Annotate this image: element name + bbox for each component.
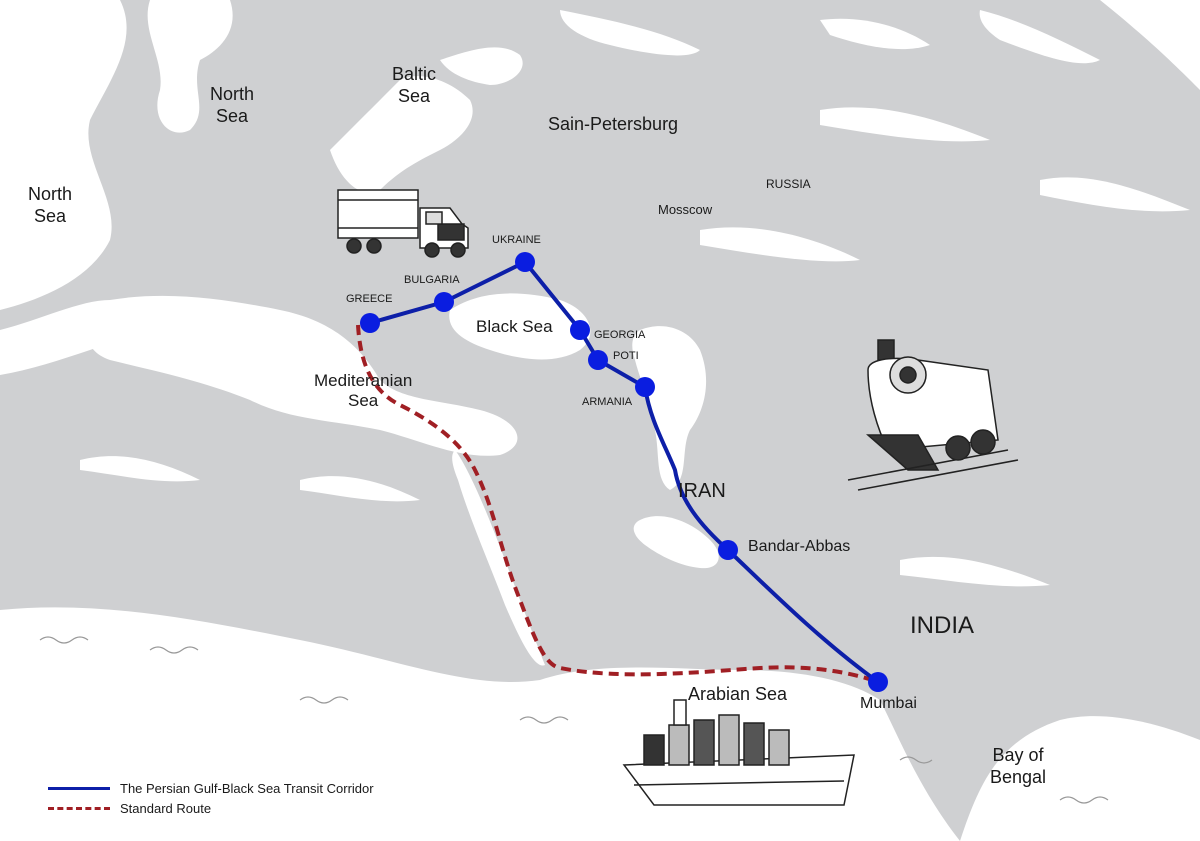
stop-label-poti: POTI xyxy=(613,350,639,362)
label-arabian-sea: Arabian Sea xyxy=(688,684,788,704)
stop-dot-ukraine xyxy=(515,252,535,272)
label-iran: IRAN xyxy=(678,480,726,502)
stop-dot-bandar-abbas xyxy=(718,540,738,560)
label-north-sea-1: North Sea xyxy=(210,84,255,126)
stop-dot-greece xyxy=(360,313,380,333)
legend-item-corridor: The Persian Gulf-Black Sea Transit Corri… xyxy=(48,778,374,798)
standard-route-line xyxy=(356,324,879,684)
stop-label-armania: ARMANIA xyxy=(582,396,633,408)
train-icon xyxy=(847,339,1019,491)
label-russia: RUSSIA xyxy=(766,177,811,191)
stop-dot-georgia xyxy=(570,320,590,340)
label-india: INDIA xyxy=(910,612,975,639)
label-baltic-sea: Baltic Sea xyxy=(392,64,437,106)
legend-label-corridor: The Persian Gulf-Black Sea Transit Corri… xyxy=(120,780,374,796)
stop-label-georgia: GEORGIA xyxy=(594,329,646,341)
label-moscow: Mosscow xyxy=(658,202,713,217)
label-north-sea-2: North Sea xyxy=(28,184,73,226)
ship-icon xyxy=(622,699,855,806)
stop-dot-armania xyxy=(635,377,655,397)
stop-label-bandar-abbas: Bandar-Abbas xyxy=(748,538,851,555)
label-bay-of-bengal: Bay of Bengal xyxy=(990,745,1047,787)
wave-decoration xyxy=(39,636,1109,804)
stop-label-bulgaria: BULGARIA xyxy=(404,274,460,286)
legend: The Persian Gulf-Black Sea Transit Corri… xyxy=(48,778,374,818)
stop-dot-mumbai xyxy=(868,672,888,692)
label-mediterranean-sea: Mediteranian Sea xyxy=(314,371,413,411)
label-black-sea: Black Sea xyxy=(476,317,553,336)
legend-swatch-standard xyxy=(48,806,110,810)
stop-label-mumbai: Mumbai xyxy=(860,695,917,712)
legend-swatch-corridor xyxy=(48,786,110,790)
legend-item-standard: Standard Route xyxy=(48,798,374,818)
stop-label-greece: GREECE xyxy=(346,293,393,305)
label-saint-petersburg: Sain-Petersburg xyxy=(548,114,679,134)
legend-label-standard: Standard Route xyxy=(120,800,212,816)
corridor-route-line xyxy=(369,260,880,684)
truck-icon xyxy=(337,189,469,258)
stop-dot-poti xyxy=(588,350,608,370)
stop-dot-bulgaria xyxy=(434,292,454,312)
stop-label-ukraine: UKRAINE xyxy=(492,234,541,246)
